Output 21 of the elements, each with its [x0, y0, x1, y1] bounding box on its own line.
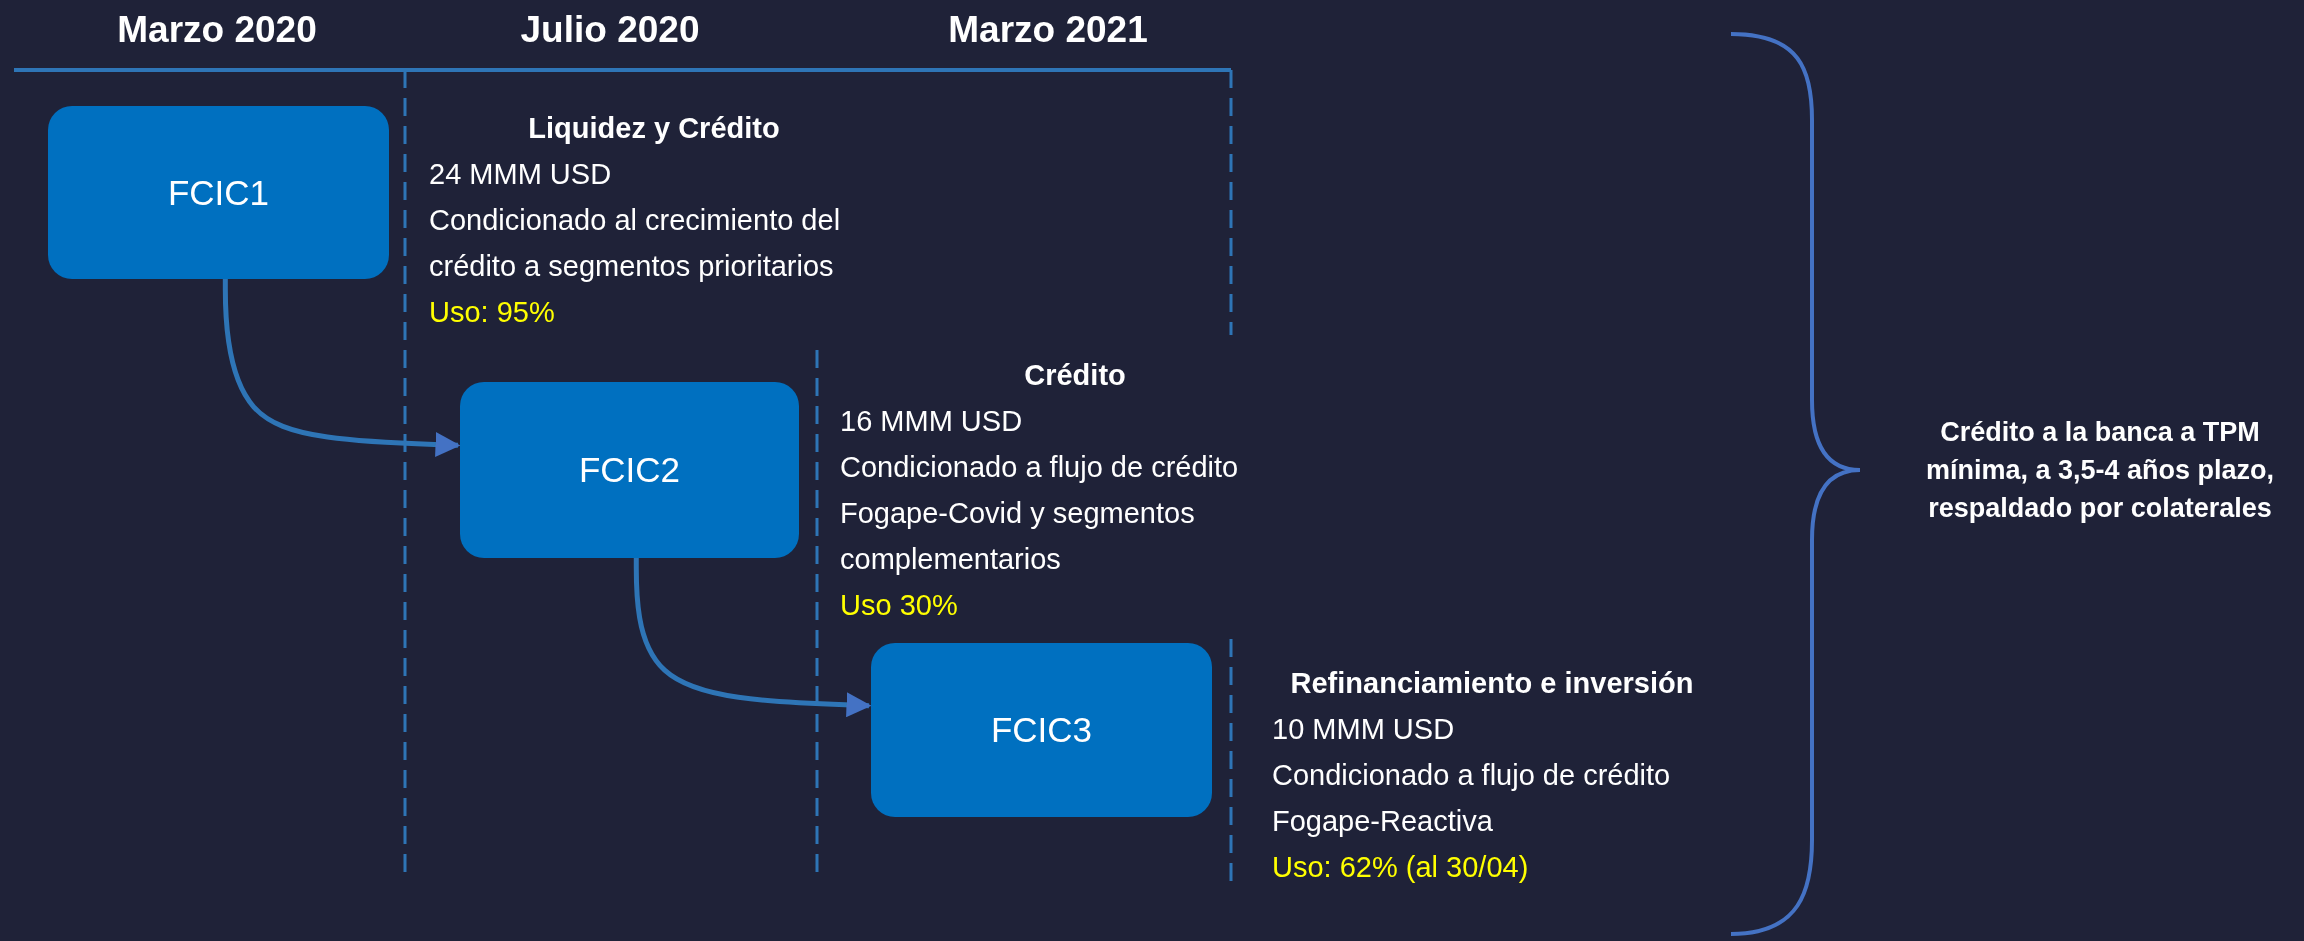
- period-heading: Marzo 2020: [116, 9, 318, 51]
- description-text: 24 MMM USD: [429, 157, 612, 192]
- section-heading: Liquidez y Crédito: [528, 111, 780, 146]
- section-heading: Refinanciamiento e inversión: [1290, 666, 1694, 701]
- description-text: Condicionado a flujo de crédito Fogape-Covid y segmentos complementarios: [840, 450, 1240, 577]
- description-text: 16 MMM USD: [840, 404, 1023, 439]
- process-box: FCIC2: [460, 382, 799, 558]
- usage-note: Uso: 95%: [429, 295, 555, 330]
- description-text: 10 MMM USD: [1272, 712, 1455, 747]
- description-text: Condicionado a flujo de crédito Fogape-Reactiva: [1272, 758, 1672, 839]
- arrow: [222, 279, 461, 458]
- usage-note: Uso 30%: [840, 588, 958, 623]
- process-box: FCIC3: [871, 643, 1212, 817]
- period-heading: Julio 2020: [519, 9, 701, 51]
- bracket-note: Crédito a la banca a TPM mínima, a 3,5-4 años plazo, respaldado por colaterales: [1924, 416, 2276, 525]
- section-heading: Crédito: [1024, 358, 1126, 393]
- process-box: FCIC1: [48, 106, 389, 279]
- usage-note: Uso: 62% (al 30/04): [1272, 850, 1529, 885]
- period-heading: Marzo 2021: [947, 9, 1149, 51]
- arrow: [633, 558, 872, 718]
- description-text: Condicionado al crecimiento del crédito a segmentos prioritarios: [429, 203, 842, 284]
